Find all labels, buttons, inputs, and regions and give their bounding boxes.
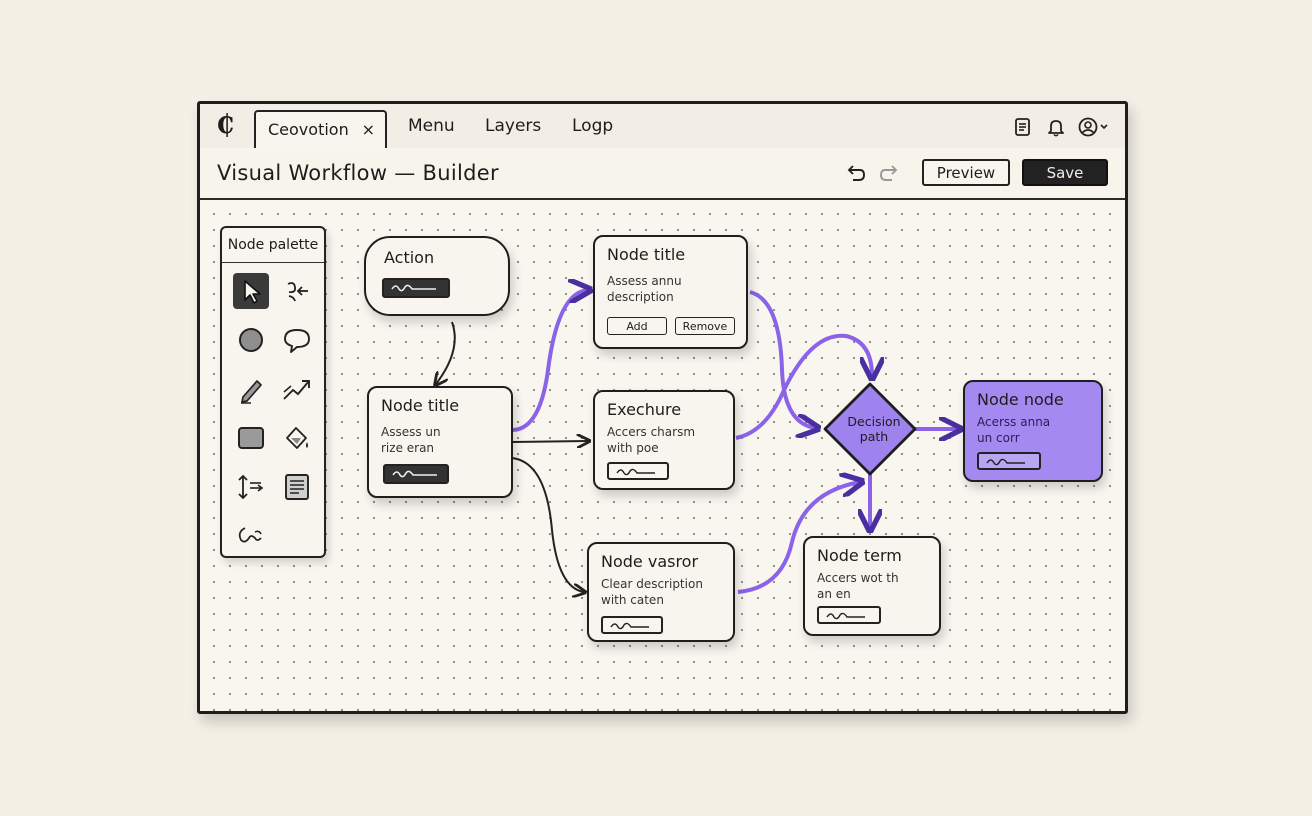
node-desc-line1: Accers wot th [817,571,899,585]
palette-title: Node palette [222,228,324,263]
edge-top-to-decision[interactable] [749,290,816,428]
vertical-arrows-icon[interactable] [233,469,269,505]
node-term[interactable]: Node term Accers wot th an en [803,536,941,636]
node-desc-line1: Assess annu [607,274,682,288]
square-icon[interactable] [233,420,269,456]
undo-icon[interactable] [844,162,866,184]
node-title: Node vasror [601,552,699,571]
node-chip[interactable] [977,452,1041,470]
menu-item-menu[interactable]: Menu [408,116,455,136]
node-exechure[interactable]: Exechure Accers charsm with poe [593,390,735,490]
circle-icon[interactable] [233,322,269,358]
node-title: Action [384,248,435,267]
bell-icon[interactable] [1045,116,1067,138]
node-palette: Node palette [220,226,326,558]
scribble-icon [616,468,655,476]
decision-diamond[interactable] [823,382,917,476]
node-node-highlighted[interactable]: Node node Acerss anna un corr [963,380,1103,482]
tab-active[interactable]: Ceovotion × [254,110,387,148]
edge-action-to-node[interactable] [436,321,456,384]
scribble-icon [392,470,437,478]
node-title-top[interactable]: Node title Assess annu description Add R… [593,235,748,349]
node-chip[interactable] [601,616,663,634]
paint-bucket-icon[interactable] [279,420,315,456]
preview-button[interactable]: Preview [922,159,1010,186]
node-desc-line1: Accers charsm [607,425,696,439]
scribble-icon [986,458,1025,466]
node-title-left[interactable]: Node title Assess un rize eran [367,386,513,498]
node-title: Node node [977,390,1064,409]
toolbar: Visual Workflow — Builder Preview Save [200,148,1125,200]
edge-node-to-vasror[interactable] [511,457,584,592]
node-chip[interactable] [817,606,881,624]
decision-label-line1: Decision [847,414,901,429]
node-title: Exechure [607,400,682,419]
menu-item-logp[interactable]: Logp [572,116,614,136]
node-chip[interactable] [383,464,449,484]
node-title: Node title [381,396,460,415]
node-desc-line1: Clear description [601,577,703,591]
tab-close-icon[interactable]: × [361,120,375,139]
user-avatar-icon[interactable] [1077,116,1111,138]
node-desc-line2: with caten [601,593,664,607]
workflow-canvas[interactable]: Decision path Node palette [200,200,1125,711]
decision-label-line2: path [859,429,889,444]
scribble-icon [610,622,649,630]
speech-bubble-icon[interactable] [279,322,315,358]
node-desc-line2: un corr [977,431,1020,445]
save-button[interactable]: Save [1022,159,1108,186]
node-desc-line1: Assess un [381,425,441,439]
remove-button[interactable]: Remove [675,317,735,335]
tab-label: Ceovotion [268,120,349,139]
trend-arrow-icon[interactable] [279,371,315,407]
node-desc-line2: description [607,290,674,304]
connector-icon[interactable] [279,273,315,309]
page-title: Visual Workflow — Builder [217,161,499,185]
scribble-icon [826,612,865,620]
edge-node-to-exechure[interactable] [511,441,588,442]
node-action[interactable]: Action [364,236,510,316]
node-desc-line2: with poe [607,441,659,455]
node-vasror[interactable]: Node vasror Clear description with caten [587,542,735,642]
scribble-icon [391,284,436,292]
node-desc-line2: rize eran [381,441,435,455]
node-chip[interactable] [382,278,450,298]
pen-icon[interactable] [233,371,269,407]
app-logo-icon[interactable]: ₵ [215,110,235,140]
loop-icon[interactable] [233,516,269,552]
edge-vasror-to-decision[interactable] [737,482,860,594]
document-icon[interactable] [279,469,315,505]
add-button[interactable]: Add [607,317,667,335]
edge-exechure-to-decision[interactable] [735,333,872,440]
node-desc-line2: an en [817,587,851,601]
edge-node-to-top[interactable] [511,290,588,432]
app-window: ₵ Ceovotion × Menu Layers Logp Visual Wo… [197,101,1128,714]
connectors [200,200,1125,715]
decision-label: Decision path [822,414,926,444]
notes-icon[interactable] [1012,116,1034,138]
node-title: Node term [817,546,902,565]
node-chip[interactable] [607,462,669,480]
node-title: Node title [607,245,686,264]
tab-bar: ₵ Ceovotion × Menu Layers Logp [200,104,1125,150]
node-desc-line1: Acerss anna [977,415,1051,429]
menu-item-layers[interactable]: Layers [485,116,542,136]
redo-icon[interactable] [879,162,901,184]
pointer-icon[interactable] [233,273,269,309]
